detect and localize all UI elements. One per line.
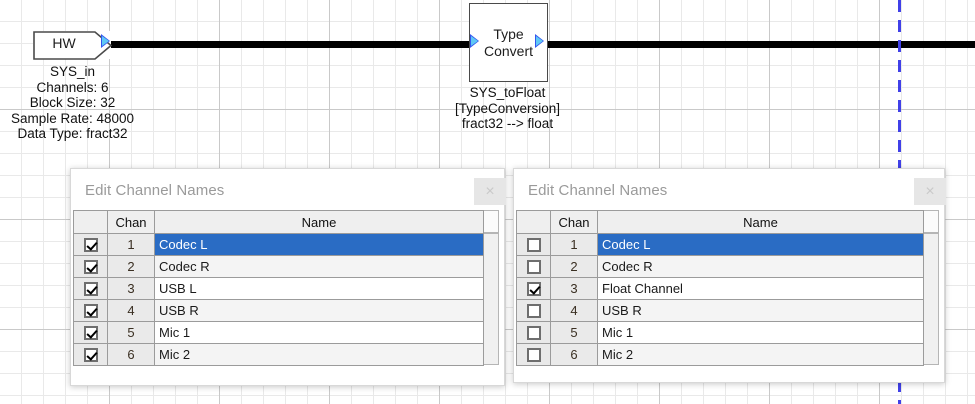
row-name[interactable]: Codec L bbox=[597, 233, 924, 256]
row-name[interactable]: USB R bbox=[154, 299, 484, 322]
channel-table-left[interactable]: Chan Name 1 Codec L 2 Codec R 3 USB L bbox=[73, 210, 484, 366]
column-header-name[interactable]: Name bbox=[597, 210, 924, 234]
block-type-convert[interactable]: Type Convert bbox=[469, 3, 548, 82]
row-name[interactable]: Mic 2 bbox=[597, 343, 924, 366]
row-name[interactable]: USB R bbox=[597, 299, 924, 322]
row-chan: 5 bbox=[550, 321, 598, 344]
table-scroll-corner-left bbox=[483, 210, 499, 233]
checkbox-icon[interactable] bbox=[83, 260, 98, 275]
table-row[interactable]: 1 Codec L bbox=[73, 233, 484, 256]
dialog-title-left: Edit Channel Names bbox=[85, 182, 225, 199]
table-row[interactable]: 4 USB R bbox=[73, 299, 484, 322]
row-chan: 6 bbox=[550, 343, 598, 366]
row-checkbox-cell[interactable] bbox=[516, 233, 551, 256]
checkbox-icon[interactable] bbox=[83, 304, 98, 319]
row-chan: 4 bbox=[107, 299, 155, 322]
table-scrollbar-right[interactable] bbox=[923, 233, 939, 365]
row-name[interactable]: Codec R bbox=[597, 255, 924, 278]
table-row[interactable]: 5 Mic 1 bbox=[73, 321, 484, 344]
checkbox-icon[interactable] bbox=[526, 238, 541, 253]
table-row[interactable]: 6 Mic 2 bbox=[516, 343, 924, 366]
row-checkbox-cell[interactable] bbox=[73, 321, 108, 344]
dialog-edit-channel-names-left[interactable]: Edit Channel Names × Chan Name 1 Codec L… bbox=[70, 168, 506, 386]
row-chan: 3 bbox=[550, 277, 598, 300]
table-header-row: Chan Name bbox=[73, 210, 484, 234]
table-row[interactable]: 6 Mic 2 bbox=[73, 343, 484, 366]
row-checkbox-cell[interactable] bbox=[516, 277, 551, 300]
column-header-chan[interactable]: Chan bbox=[107, 210, 155, 234]
block-hw-label: HW bbox=[52, 35, 76, 51]
row-chan: 4 bbox=[550, 299, 598, 322]
block-type-convert-caption: SYS_toFloat [TypeConversion] fract32 -->… bbox=[454, 85, 561, 131]
column-header-check[interactable] bbox=[73, 210, 108, 234]
row-checkbox-cell[interactable] bbox=[516, 299, 551, 322]
row-chan: 5 bbox=[107, 321, 155, 344]
table-row[interactable]: 2 Codec R bbox=[73, 255, 484, 278]
block-type-convert-label: Type Convert bbox=[483, 25, 534, 59]
row-name[interactable]: USB L bbox=[154, 277, 484, 300]
table-scrollbar-left[interactable] bbox=[483, 233, 499, 365]
checkbox-icon[interactable] bbox=[526, 260, 541, 275]
column-header-check[interactable] bbox=[516, 210, 551, 234]
row-checkbox-cell[interactable] bbox=[73, 233, 108, 256]
table-header-row: Chan Name bbox=[516, 210, 924, 234]
row-chan: 2 bbox=[107, 255, 155, 278]
table-row[interactable]: 2 Codec R bbox=[516, 255, 924, 278]
checkbox-icon[interactable] bbox=[526, 304, 541, 319]
row-name[interactable]: Codec R bbox=[154, 255, 484, 278]
channel-table-right[interactable]: Chan Name 1 Codec L 2 Codec R 3 Float Ch… bbox=[516, 210, 924, 366]
row-checkbox-cell[interactable] bbox=[73, 299, 108, 322]
row-chan: 1 bbox=[550, 233, 598, 256]
wire-convert-to-right bbox=[541, 41, 975, 48]
close-icon[interactable]: × bbox=[474, 178, 506, 205]
row-name[interactable]: Float Channel bbox=[597, 277, 924, 300]
checkbox-icon[interactable] bbox=[526, 348, 541, 363]
checkbox-icon[interactable] bbox=[83, 348, 98, 363]
column-header-chan[interactable]: Chan bbox=[550, 210, 598, 234]
row-name[interactable]: Mic 1 bbox=[154, 321, 484, 344]
table-row[interactable]: 5 Mic 1 bbox=[516, 321, 924, 344]
table-row[interactable]: 3 Float Channel bbox=[516, 277, 924, 300]
row-name[interactable]: Mic 1 bbox=[597, 321, 924, 344]
block-hw-source[interactable] bbox=[33, 31, 113, 60]
row-chan: 6 bbox=[107, 343, 155, 366]
row-checkbox-cell[interactable] bbox=[516, 343, 551, 366]
table-row[interactable]: 3 USB L bbox=[73, 277, 484, 300]
type-convert-output-port-fill bbox=[536, 36, 543, 46]
type-convert-input-port-fill bbox=[471, 36, 478, 46]
block-hw-caption: SYS_in Channels: 6 Block Size: 32 Sample… bbox=[10, 64, 135, 141]
wire-hw-to-convert bbox=[110, 41, 475, 48]
row-checkbox-cell[interactable] bbox=[73, 343, 108, 366]
checkbox-icon[interactable] bbox=[83, 282, 98, 297]
row-checkbox-cell[interactable] bbox=[73, 277, 108, 300]
checkbox-icon[interactable] bbox=[83, 238, 98, 253]
row-name[interactable]: Mic 2 bbox=[154, 343, 484, 366]
checkbox-icon[interactable] bbox=[83, 326, 98, 341]
row-checkbox-cell[interactable] bbox=[73, 255, 108, 278]
row-chan: 2 bbox=[550, 255, 598, 278]
checkbox-icon[interactable] bbox=[526, 326, 541, 341]
checkbox-icon[interactable] bbox=[526, 282, 541, 297]
column-header-name[interactable]: Name bbox=[154, 210, 484, 234]
table-row[interactable]: 1 Codec L bbox=[516, 233, 924, 256]
row-chan: 3 bbox=[107, 277, 155, 300]
row-checkbox-cell[interactable] bbox=[516, 255, 551, 278]
hw-block-shape bbox=[33, 31, 113, 60]
dialog-title-right: Edit Channel Names bbox=[528, 182, 668, 199]
row-checkbox-cell[interactable] bbox=[516, 321, 551, 344]
row-name[interactable]: Codec L bbox=[154, 233, 484, 256]
close-icon[interactable]: × bbox=[914, 178, 946, 205]
hw-output-port-fill bbox=[102, 36, 109, 46]
table-scroll-corner-right bbox=[923, 210, 939, 233]
row-chan: 1 bbox=[107, 233, 155, 256]
table-row[interactable]: 4 USB R bbox=[516, 299, 924, 322]
dialog-edit-channel-names-right[interactable]: Edit Channel Names × Chan Name 1 Codec L… bbox=[513, 168, 946, 383]
